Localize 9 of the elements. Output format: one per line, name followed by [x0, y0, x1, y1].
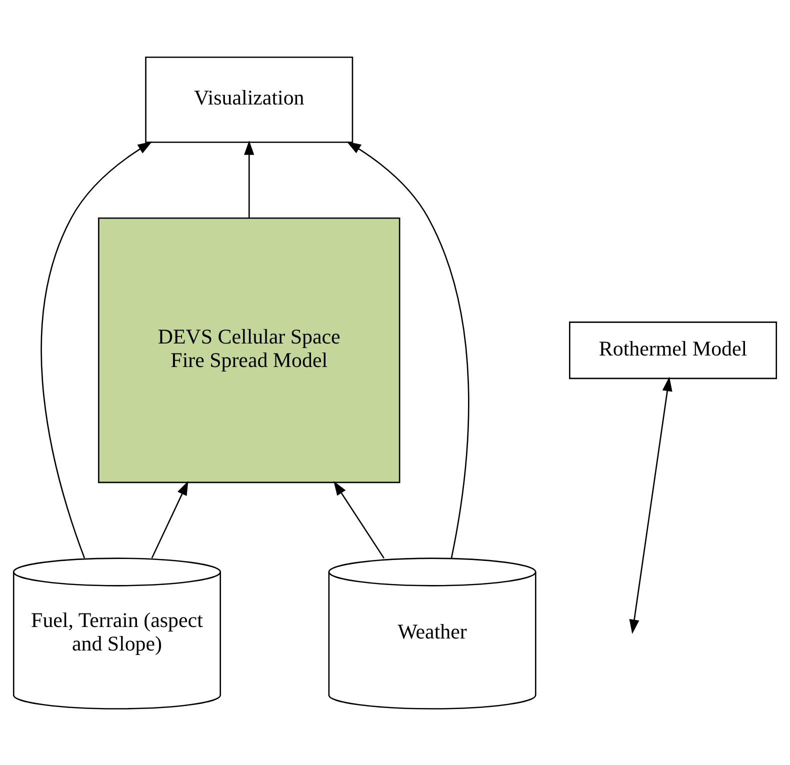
arrow [40, 140, 152, 558]
node-box: Rothermel Model [569, 321, 778, 379]
node-box: DEVS Cellular Space Fire Spread Model [98, 217, 400, 483]
node-box: Visualization [145, 56, 354, 142]
arrow [244, 140, 254, 218]
arrow [334, 480, 384, 558]
arrow [629, 376, 672, 634]
arrow [346, 140, 470, 558]
arrow [151, 480, 188, 558]
